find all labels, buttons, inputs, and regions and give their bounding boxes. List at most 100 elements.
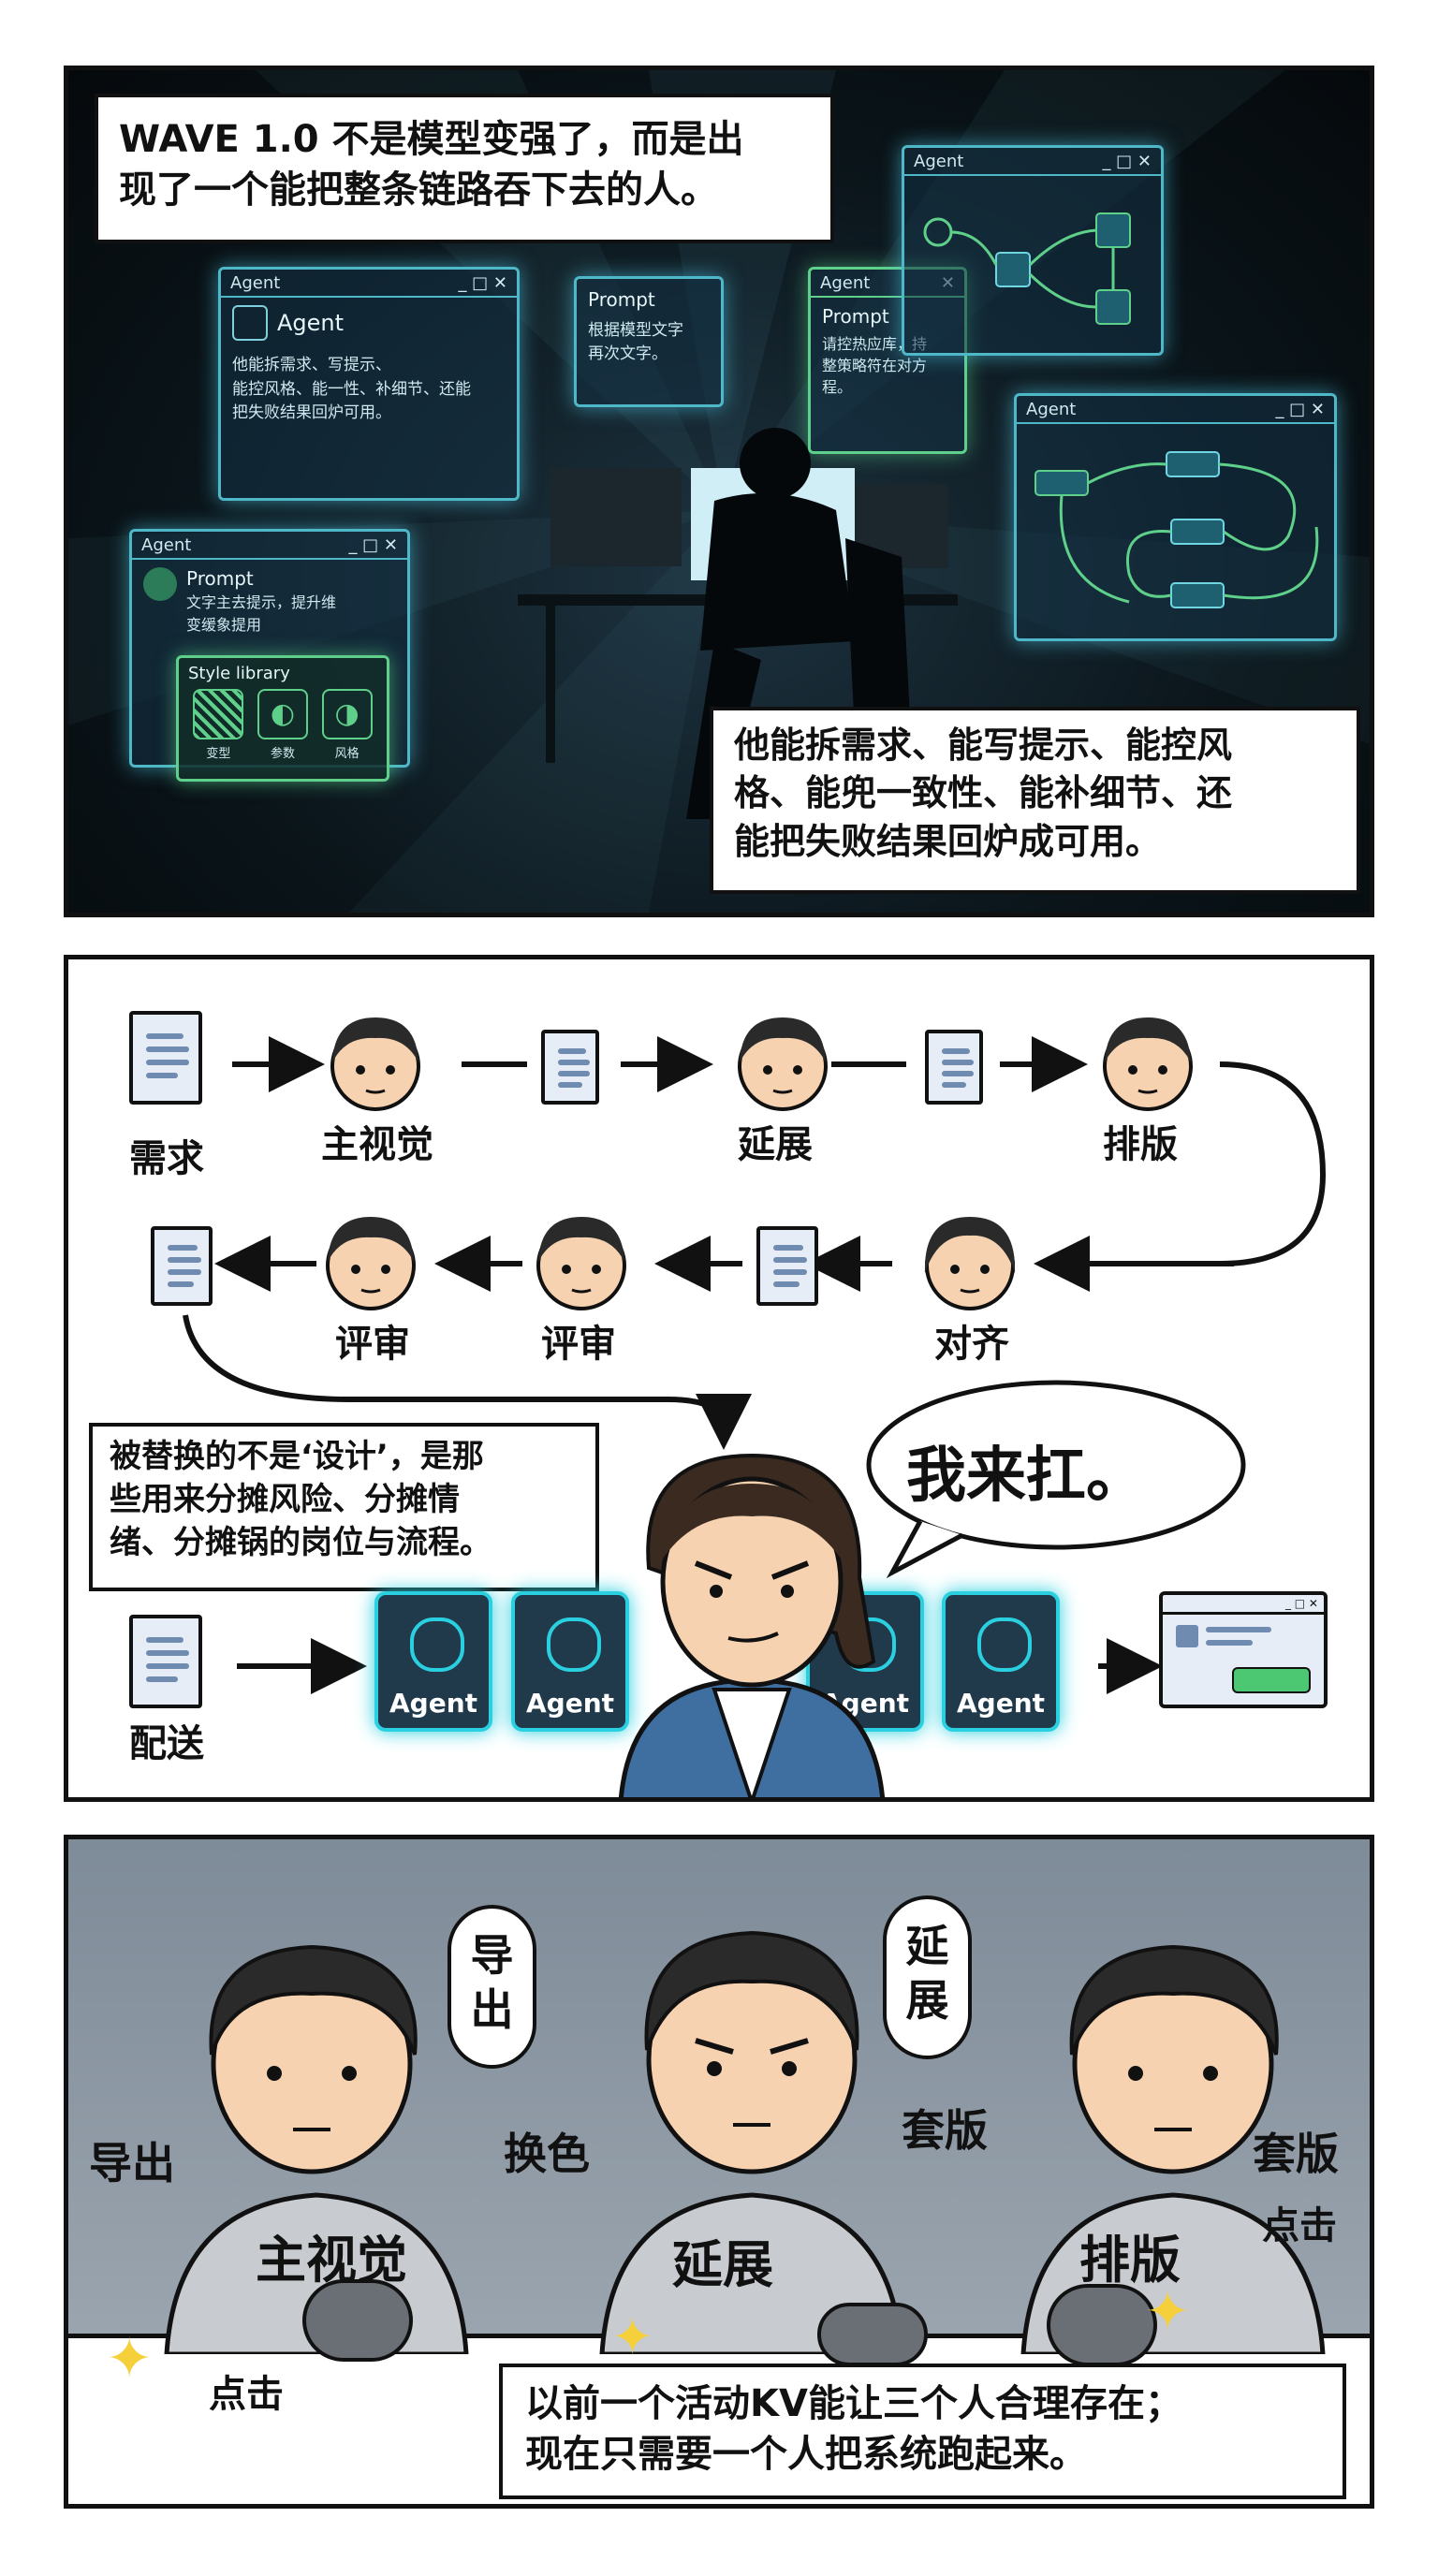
agent-card: Agent xyxy=(942,1591,1060,1732)
window-tag: Agent xyxy=(141,535,192,555)
speech-bubble-left: 导 出 xyxy=(448,1905,536,2069)
caption-bottom-line-1: 他能拆需求、能写提示、能控风 xyxy=(734,724,1233,766)
action-label: 套版 xyxy=(1253,2129,1339,2179)
worker-face xyxy=(738,1017,828,1111)
caption-line-3: 绪、分摊锅的岗位与流程。 xyxy=(110,1523,492,1561)
document-icon xyxy=(151,1226,213,1306)
window-controls-icon: _ □ ✕ xyxy=(1275,400,1325,419)
caption-line-2: 现在只需要一个人把系统跑起来。 xyxy=(525,2433,1087,2476)
panel-3: ✦ ✦ ✦ 主视觉 延展 排版 导出 换色 套版 套版 点击 导 出 延 展 点… xyxy=(64,1835,1374,2509)
caption-bottom-panel3: 以前一个活动KV能让三个人合理存在； 现在只需要一个人把系统跑起来。 xyxy=(499,2364,1346,2499)
window-text-1: 文字主去提示，提升维 xyxy=(186,593,337,611)
speech-bubble xyxy=(866,1380,1246,1579)
step-label: 排版 xyxy=(1103,1123,1178,1166)
agent-card: Agent xyxy=(511,1591,629,1732)
step-label: 对齐 xyxy=(934,1323,1009,1366)
mouse-icon xyxy=(1047,2284,1157,2366)
main-character xyxy=(619,1453,885,1797)
step-label: 需求 xyxy=(129,1137,204,1180)
workflow-connectors xyxy=(183,1036,1327,1694)
palette-icon: ◐ xyxy=(257,689,308,739)
window-controls-icon: _ □ ✕ xyxy=(348,535,398,555)
document-icon xyxy=(756,1226,818,1306)
window-title: Prompt xyxy=(822,305,889,328)
window-title: Agent xyxy=(277,310,345,336)
robot-icon xyxy=(547,1617,601,1672)
worker-right xyxy=(1020,1944,1326,2354)
speech-bubble-middle: 延 展 xyxy=(883,1895,972,2059)
style-item-label: 参数 xyxy=(270,747,295,761)
caption-bottom: 他能拆需求、能写提示、能控风 格、能兜一致性、能补细节、还 能把失败结果回炉成可… xyxy=(710,707,1360,894)
prompt-bubble-text-1: 根据模型文字 xyxy=(588,321,683,340)
document-icon xyxy=(541,1030,599,1105)
document-icon xyxy=(143,567,177,601)
style-library: Style library 变型 ◐ 参数 ◑ 风格 xyxy=(176,655,389,782)
caption-line-2: 些用来分摊风险、分摊情 xyxy=(110,1480,460,1518)
window-tag: Agent xyxy=(230,273,281,293)
agent-card: Agent xyxy=(374,1591,492,1732)
prompt-bubble-title: Prompt xyxy=(588,288,655,311)
flow-diagram-icon xyxy=(1034,451,1319,608)
click-label: 点击 xyxy=(209,2373,284,2416)
window-text-3: 把失败结果回炉可用。 xyxy=(232,403,391,422)
document-icon xyxy=(129,1615,202,1708)
prompt-bubble: Prompt 根据模型文字 再次文字。 xyxy=(574,276,724,407)
caption-bottom-line-3: 能把失败结果回炉成可用。 xyxy=(734,820,1162,862)
document-icon xyxy=(129,1011,202,1105)
delivery-label: 配送 xyxy=(129,1722,204,1765)
flow-diagram-icon xyxy=(923,212,1131,325)
action-label: 导出 xyxy=(89,2138,175,2188)
action-label: 套版 xyxy=(902,2105,988,2156)
window-text-2: 整策略符在对方 xyxy=(822,357,928,375)
worker-face xyxy=(326,1217,416,1310)
bubble-char: 展 xyxy=(905,1974,949,2026)
robot-icon xyxy=(977,1617,1032,1672)
worker-left xyxy=(164,1944,469,2354)
window-text-1: 请控热应库，持 xyxy=(822,335,928,353)
step-label: 延展 xyxy=(738,1123,813,1166)
worker-face xyxy=(330,1017,420,1111)
caption-top-line-1: WAVE 1.0 不是模型变强了，而是出 xyxy=(119,118,744,161)
window-controls-icon: _ □ ✕ xyxy=(458,273,507,293)
mouse-icon xyxy=(817,2303,928,2366)
spark-icon: ✦ xyxy=(611,2307,654,2366)
mouse-icon xyxy=(302,2279,413,2362)
caption-bottom-line-2: 格、能兜一致性、能补细节、还 xyxy=(734,772,1233,814)
window-controls-icon: _ □ ✕ xyxy=(1102,152,1152,171)
style-item-label: 风格 xyxy=(334,747,360,761)
step-label: 评审 xyxy=(335,1323,410,1366)
window-title: Prompt xyxy=(186,567,254,590)
prompt-bubble-text-2: 再次文字。 xyxy=(588,344,668,363)
style-library-title: Style library xyxy=(188,664,290,683)
caption-line-1: 被替换的不是‘设计’，是那 xyxy=(110,1438,484,1475)
robot-icon xyxy=(410,1617,464,1672)
robot-icon xyxy=(232,305,268,341)
click-label: 点击 xyxy=(1262,2204,1337,2247)
panel-2: 需求 主视觉 延展 排版 评审 评审 对齐 被替换的不是‘设计’，是那 些用来分… xyxy=(64,955,1374,1802)
bubble-char: 延 xyxy=(905,1921,949,1971)
spark-icon: ✦ xyxy=(1145,2279,1191,2343)
output-window-icon: _ □ ✕ xyxy=(1159,1591,1328,1708)
window-text-3: 程。 xyxy=(822,378,853,397)
agent-window-main: Agent _ □ ✕ Agent 他能拆需求、写提示、 能控风格、能一性、补细节… xyxy=(218,267,520,501)
agent-window-flow-1: Agent _ □ ✕ xyxy=(902,145,1164,356)
shirt-label: 排版 xyxy=(1079,2231,1181,2290)
action-label: 换色 xyxy=(504,2129,590,2179)
window-text-2: 变缓象提用 xyxy=(186,616,262,634)
window-text-1: 他能拆需求、写提示、 xyxy=(232,356,391,374)
step-label: 主视觉 xyxy=(321,1123,433,1166)
window-tag: Agent xyxy=(914,152,964,171)
agent-window-flow-2: Agent _ □ ✕ xyxy=(1014,393,1337,641)
palette-icon: ◑ xyxy=(321,689,373,739)
step-label: 评审 xyxy=(541,1323,616,1366)
worker-face xyxy=(536,1217,626,1310)
window-tag: Agent xyxy=(1026,400,1077,419)
caption-replaced: 被替换的不是‘设计’，是那 些用来分摊风险、分摊情 绪、分摊锅的岗位与流程。 xyxy=(89,1423,599,1591)
caption-line-1: 以前一个活动KV能让三个人合理存在； xyxy=(525,2382,1182,2425)
shirt-label: 延展 xyxy=(672,2235,773,2294)
spark-icon: ✦ xyxy=(106,2326,154,2392)
window-text-2: 能控风格、能一性、补细节、还能 xyxy=(232,379,471,399)
silhouette-at-desk xyxy=(518,428,958,819)
bubble-char: 导 xyxy=(470,1930,514,1981)
worker-face xyxy=(924,1217,1016,1310)
